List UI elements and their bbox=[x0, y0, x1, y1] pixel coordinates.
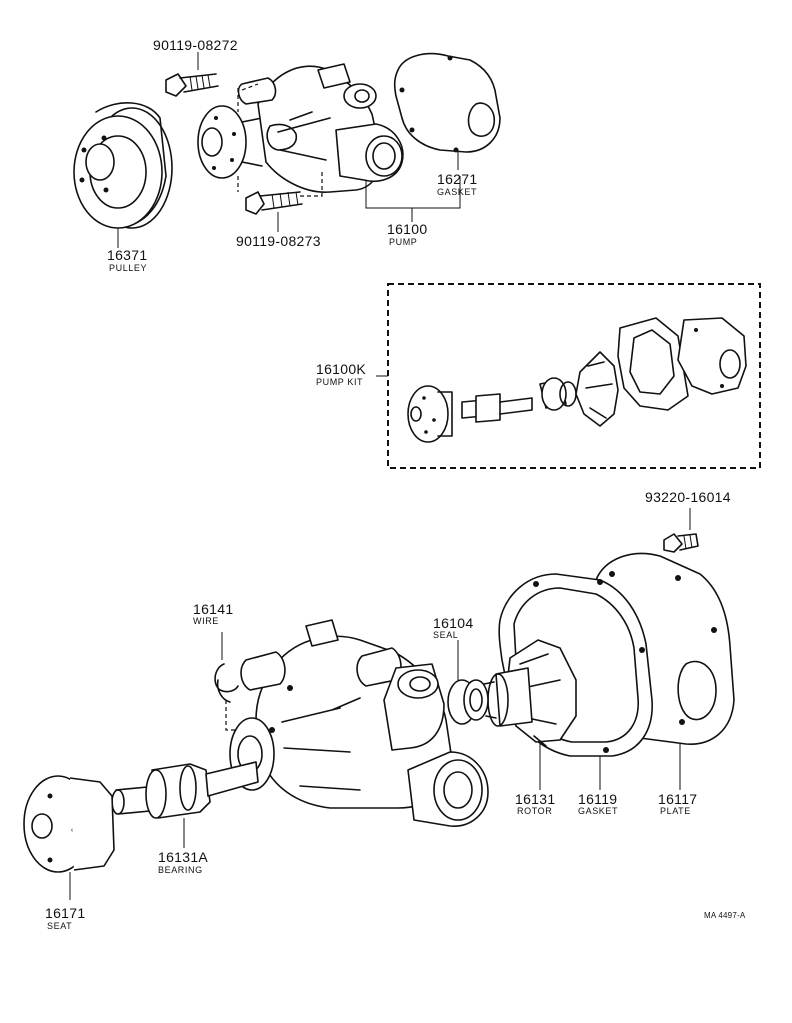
pump-number: 16100 bbox=[387, 221, 428, 237]
bolt-upper-drawing bbox=[165, 73, 219, 97]
pulley-name: PULLEY bbox=[109, 263, 148, 273]
seal-name: SEAL bbox=[433, 630, 459, 640]
bolt-plate-number: 93220-16014 bbox=[645, 489, 731, 505]
plate-number: 16117 bbox=[658, 791, 698, 807]
seal-drawing bbox=[447, 679, 497, 725]
rotor-number: 16131 bbox=[515, 791, 556, 807]
bolt-plate-drawing bbox=[663, 533, 699, 553]
bolt-lower-drawing bbox=[245, 191, 303, 215]
bearing-name: BEARING bbox=[158, 865, 203, 875]
bearing-drawing bbox=[111, 761, 259, 819]
bearing-number: 16131A bbox=[158, 849, 209, 865]
pump-body-drawing bbox=[229, 619, 489, 827]
gasket-top-number: 16271 bbox=[437, 171, 478, 187]
gasket-top-name: GASKET bbox=[437, 187, 478, 197]
wire-name: WIRE bbox=[193, 616, 219, 626]
plate-name: PLATE bbox=[660, 806, 691, 816]
gasket-top-drawing bbox=[393, 52, 501, 153]
pump-kit-number: 16100K bbox=[316, 361, 367, 377]
pump-name: PUMP bbox=[389, 237, 418, 247]
pulley-drawing bbox=[73, 102, 173, 229]
rotor-name: ROTOR bbox=[517, 806, 553, 816]
seal-number: 16104 bbox=[433, 615, 474, 631]
pump-kit-name: PUMP KIT bbox=[316, 377, 364, 387]
pulley-number: 16371 bbox=[107, 247, 148, 263]
diagram-reference-code: MA 4497-A bbox=[704, 911, 746, 920]
bolt-upper-number: 90119-08272 bbox=[153, 37, 238, 53]
pump-kit-parts-drawing bbox=[407, 317, 747, 443]
wire-number: 16141 bbox=[193, 601, 234, 617]
rotor-drawing bbox=[487, 639, 577, 747]
wire-drawing bbox=[214, 663, 239, 703]
seat-drawing bbox=[23, 775, 115, 873]
seat-name: SEAT bbox=[47, 921, 73, 931]
gasket-number: 16119 bbox=[578, 791, 618, 807]
gasket-name: GASKET bbox=[578, 806, 619, 816]
bolt-lower-number: 90119-08273 bbox=[236, 233, 321, 249]
pump-drawing bbox=[197, 63, 404, 193]
seat-number: 16171 bbox=[45, 905, 86, 921]
